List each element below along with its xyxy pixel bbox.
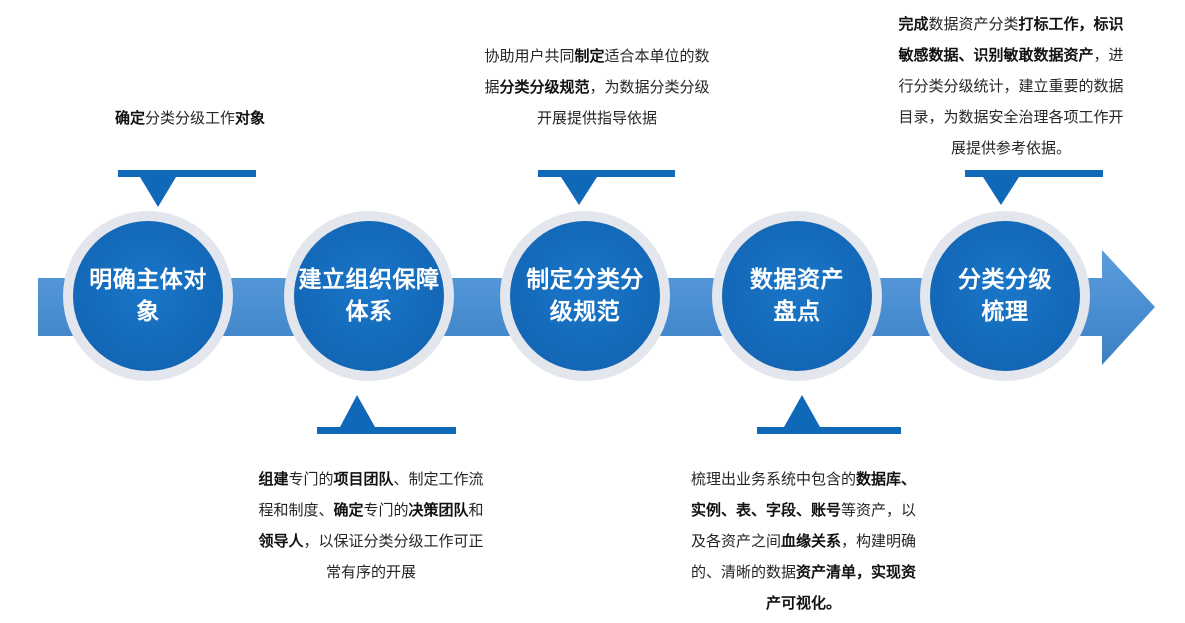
body-text: ，以保证分类分级工作可正 <box>303 532 484 550</box>
step-circle-5: 分类分级 梳理 <box>920 211 1090 381</box>
description-line: 展提供参考依据。 <box>872 133 1150 164</box>
body-text: 行分类分级统计，建立重要的数据 <box>898 77 1124 95</box>
body-text: 梳理出业务系统中包含的 <box>690 470 856 488</box>
emphasis-text: 分类分级规范 <box>499 78 590 96</box>
body-text: 及各资产之间 <box>690 532 781 550</box>
body-text: 适合本单位的数 <box>604 47 710 65</box>
emphasis-text: 领导人 <box>258 532 304 550</box>
step-description-1: 确定分类分级工作对象 <box>60 103 320 134</box>
description-line: 及各资产之间血缘关系，构建明确 <box>666 526 941 557</box>
body-text: 目录，为数据安全治理各项工作开 <box>898 108 1124 126</box>
body-text: 数据资产分类 <box>928 15 1019 33</box>
description-line: 常有序的开展 <box>236 557 506 588</box>
emphasis-text: 制定 <box>574 47 605 65</box>
step-description-4: 梳理出业务系统中包含的数据库、实例、表、字段、账号等资产，以及各资产之间血缘关系… <box>666 464 941 619</box>
emphasis-text: 项目团队 <box>333 470 394 488</box>
step-description-5: 完成数据资产分类打标工作，标识敏感数据、识别敏敢数据资产，进行分类分级统计，建立… <box>872 9 1150 164</box>
body-text: ，为数据分类分级 <box>589 78 710 96</box>
body-text: 展提供参考依据。 <box>950 139 1071 157</box>
description-line: 完成数据资产分类打标工作，标识 <box>872 9 1150 40</box>
description-line: 领导人，以保证分类分级工作可正 <box>236 526 506 557</box>
body-text: 专门的 <box>363 501 409 519</box>
callout-marker-2 <box>317 395 456 434</box>
emphasis-text: 敏感数据、识别敏敢数据资产 <box>898 46 1094 64</box>
step-label-2: 建立组织保障 体系 <box>298 267 440 325</box>
emphasis-text: 决策团队 <box>408 501 469 519</box>
description-line: 实例、表、字段、账号等资产，以 <box>666 495 941 526</box>
body-text: 分类分级工作 <box>144 109 235 127</box>
callout-marker-1 <box>118 170 256 207</box>
body-text: 据 <box>484 78 500 96</box>
step-label-4: 数据资产 盘点 <box>750 267 844 325</box>
body-text: 程和制度、 <box>258 501 334 519</box>
emphasis-text: 实例、表、字段、账号 <box>690 501 841 519</box>
emphasis-text: 完成 <box>898 15 929 33</box>
description-line: 产可视化。 <box>666 588 941 619</box>
body-text: 和 <box>468 501 484 519</box>
step-description-2: 组建专门的项目团队、制定工作流程和制度、确定专门的决策团队和领导人，以保证分类分… <box>236 464 506 588</box>
emphasis-text: 对象 <box>235 109 266 127</box>
description-line: 协助用户共同制定适合本单位的数 <box>462 41 732 72</box>
step-circle-1: 明确主体对 象 <box>63 211 233 381</box>
body-text: 常有序的开展 <box>325 563 416 581</box>
emphasis-text: 确定 <box>114 109 145 127</box>
step-label-1: 明确主体对 象 <box>89 267 207 325</box>
emphasis-text: 产可视化。 <box>765 594 841 612</box>
description-line: 组建专门的项目团队、制定工作流 <box>236 464 506 495</box>
step-circle-3: 制定分类分 级规范 <box>500 211 670 381</box>
step-label-3: 制定分类分 级规范 <box>526 267 644 325</box>
step-description-3: 协助用户共同制定适合本单位的数据分类分级规范，为数据分类分级开展提供指导依据 <box>462 41 732 134</box>
callout-marker-5 <box>965 170 1103 205</box>
description-line: 的、清晰的数据资产清单，实现资 <box>666 557 941 588</box>
body-text: ，构建明确 <box>841 532 917 550</box>
body-text: 专门的 <box>288 470 334 488</box>
description-line: 程和制度、确定专门的决策团队和 <box>236 495 506 526</box>
body-text: 的、清晰的数据 <box>690 563 796 581</box>
callout-marker-3 <box>538 170 675 205</box>
body-text: 开展提供指导依据 <box>536 109 657 127</box>
body-text: ，进 <box>1093 46 1124 64</box>
emphasis-text: 组建 <box>258 470 289 488</box>
description-line: 敏感数据、识别敏敢数据资产，进 <box>872 40 1150 71</box>
body-text: 等资产，以 <box>841 501 917 519</box>
callout-marker-4 <box>757 395 901 434</box>
description-line: 确定分类分级工作对象 <box>60 103 320 134</box>
emphasis-text: 数据库、 <box>856 470 917 488</box>
step-label-5: 分类分级 梳理 <box>958 267 1052 325</box>
body-text: 协助用户共同 <box>484 47 575 65</box>
description-line: 据分类分级规范，为数据分类分级 <box>462 72 732 103</box>
emphasis-text: 确定 <box>333 501 364 519</box>
body-text: 、制定工作流 <box>393 470 484 488</box>
emphasis-text: 打标工作，标识 <box>1018 15 1124 33</box>
step-circle-2: 建立组织保障 体系 <box>284 211 454 381</box>
emphasis-text: 血缘关系 <box>780 532 841 550</box>
description-line: 梳理出业务系统中包含的数据库、 <box>666 464 941 495</box>
description-line: 行分类分级统计，建立重要的数据 <box>872 71 1150 102</box>
step-circle-4: 数据资产 盘点 <box>712 211 882 381</box>
description-line: 开展提供指导依据 <box>462 103 732 134</box>
emphasis-text: 资产清单，实现资 <box>796 563 917 581</box>
description-line: 目录，为数据安全治理各项工作开 <box>872 102 1150 133</box>
